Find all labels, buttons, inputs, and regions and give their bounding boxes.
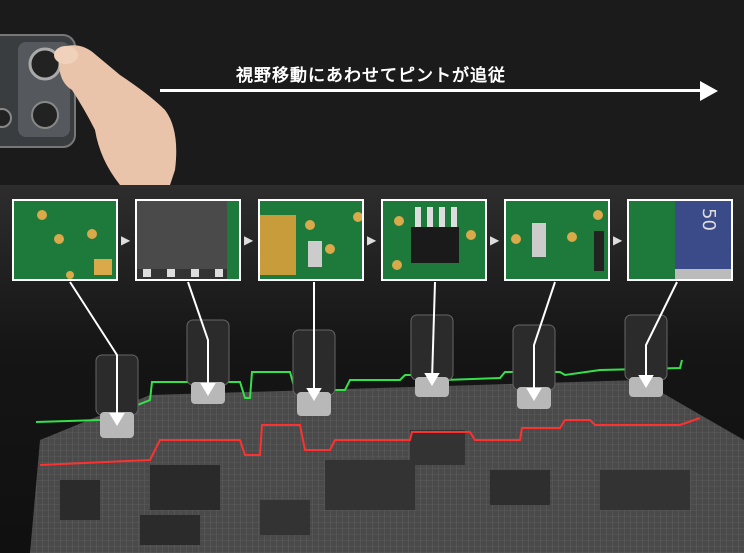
pcb-board (30, 380, 744, 553)
resistor-marking: 50 (697, 208, 719, 231)
height-profile-line (39, 417, 701, 466)
thumbnail-soic-chip (381, 199, 487, 281)
thumbnail-capacitor (258, 199, 364, 281)
chevron-right-icon: ▶ (613, 233, 623, 247)
arrow-head-icon (700, 81, 718, 101)
chevron-right-icon: ▶ (121, 233, 131, 247)
thumbnail-smd-components (504, 199, 610, 281)
direction-arrow (160, 89, 705, 92)
hand (54, 45, 177, 185)
chevron-right-icon: ▶ (244, 233, 254, 247)
thumbnail-ic-chip (135, 199, 241, 281)
thumbnail-resistor: 50 (627, 199, 733, 281)
chevron-right-icon: ▶ (490, 233, 500, 247)
caption-text: 視野移動にあわせてピントが追従 (236, 66, 506, 86)
pointer-arrows (69, 281, 678, 426)
thumbnail-pcb-pads (12, 199, 118, 281)
chevron-right-icon: ▶ (367, 233, 377, 247)
